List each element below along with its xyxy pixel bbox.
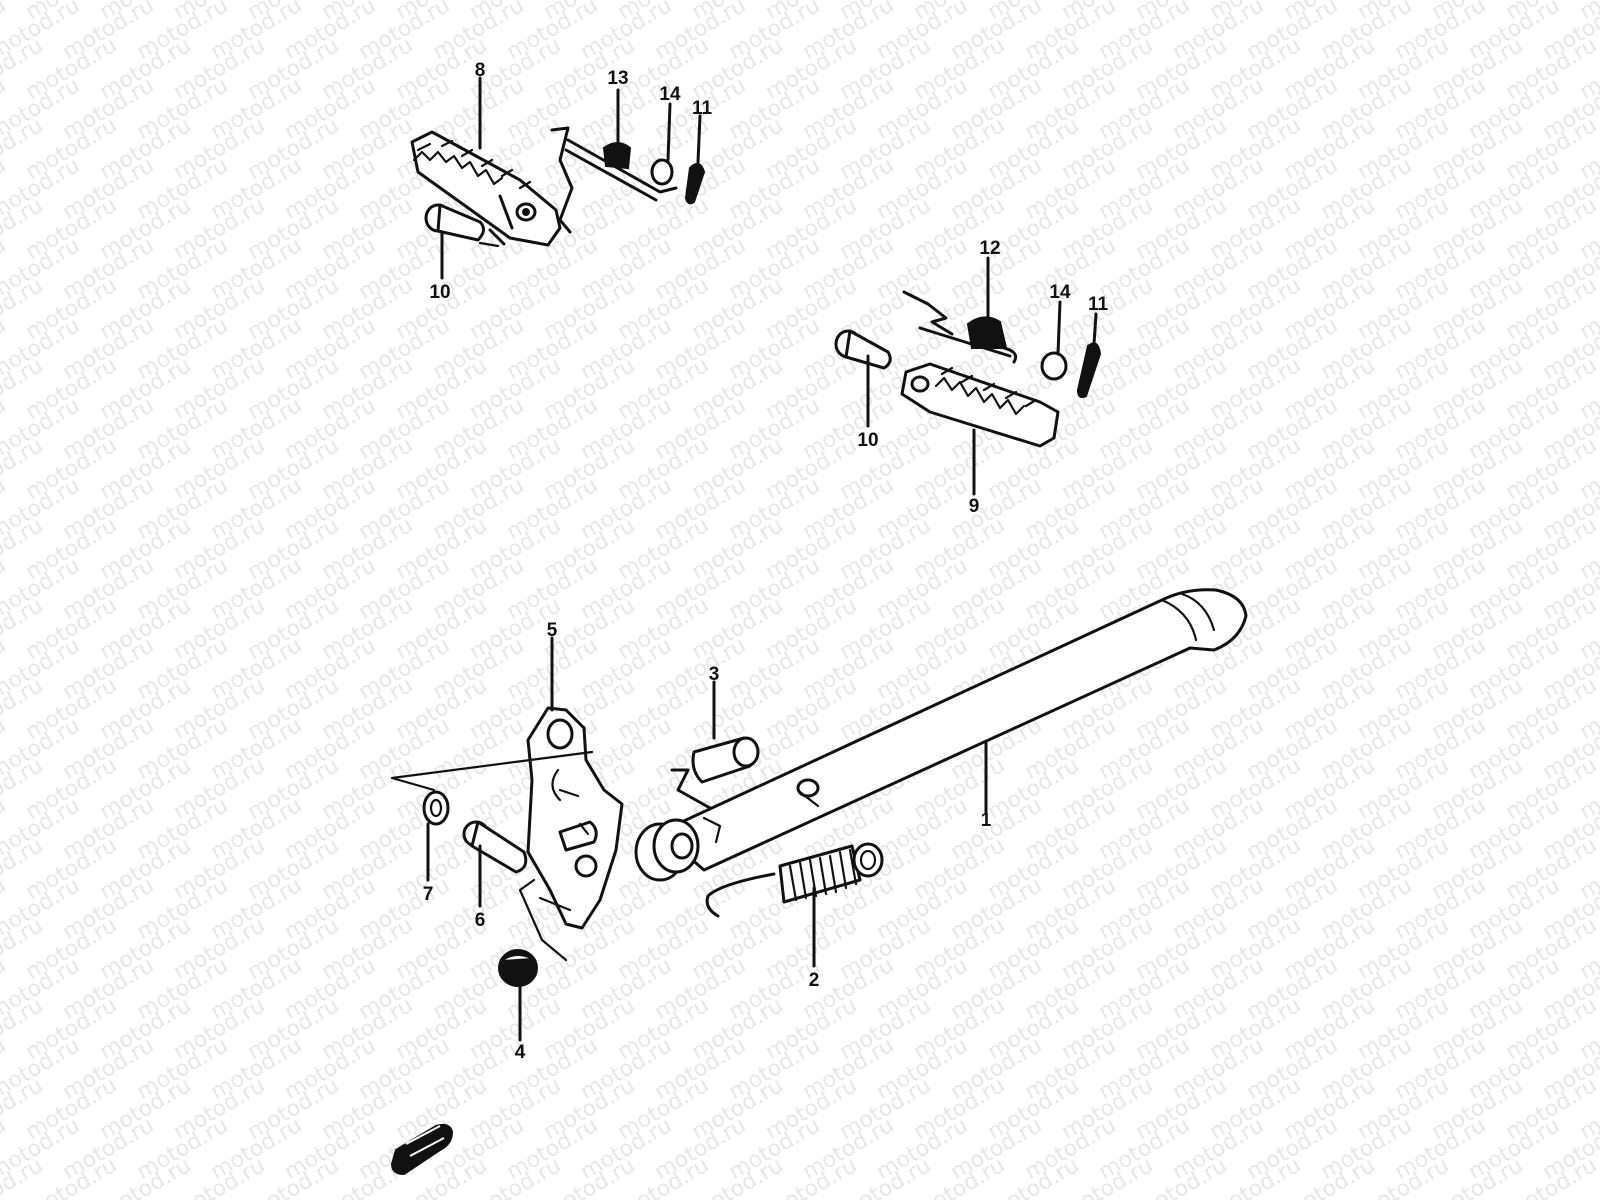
bolt-6-part bbox=[462, 820, 528, 874]
washer-right-part bbox=[1040, 351, 1068, 381]
callout-6: 6 bbox=[475, 910, 486, 931]
callout-5: 5 bbox=[547, 620, 558, 641]
callout-11-right: 11 bbox=[1088, 294, 1109, 315]
callout-labels: 8 13 14 11 10 12 14 11 10 9 5 3 1 7 6 4 … bbox=[423, 60, 1109, 1063]
callout-12: 13 bbox=[607, 68, 628, 89]
bolt-3-part bbox=[670, 736, 760, 810]
bracket-5-part bbox=[526, 706, 624, 930]
callout-14-right: 14 bbox=[1049, 282, 1071, 303]
spring-right-part bbox=[902, 290, 1018, 364]
callout-4: 4 bbox=[515, 1042, 526, 1063]
callout-10-left: 10 bbox=[429, 282, 450, 303]
callout-9: 9 bbox=[969, 496, 980, 517]
footrest-right-part bbox=[900, 362, 1060, 448]
spring-left-part bbox=[550, 126, 678, 234]
footrest-left-part bbox=[410, 130, 562, 247]
callout-7: 7 bbox=[423, 884, 434, 905]
pin-left-part bbox=[424, 203, 500, 248]
callout-11-left: 11 bbox=[692, 98, 713, 119]
callout-8: 8 bbox=[475, 60, 486, 81]
leader-lines bbox=[426, 76, 1098, 1042]
callout-13: 12 bbox=[979, 238, 1000, 259]
pin-right-part bbox=[834, 329, 892, 370]
callout-2: 2 bbox=[809, 970, 820, 991]
washer-7-part bbox=[422, 790, 450, 826]
callout-1: 1 bbox=[981, 810, 992, 831]
right-footrest-assembly bbox=[834, 290, 1102, 448]
rubber-pad-part bbox=[390, 1123, 454, 1176]
cotter-pin-left-part bbox=[684, 162, 706, 205]
callout-3: 3 bbox=[709, 664, 720, 685]
assembly-leader-lines bbox=[390, 750, 594, 962]
side-stand-assembly bbox=[390, 588, 1248, 1176]
side-stand-bar-part bbox=[634, 588, 1248, 882]
left-footrest-assembly bbox=[410, 126, 706, 248]
callout-10-right: 10 bbox=[857, 430, 878, 451]
washer-left-part bbox=[650, 158, 674, 186]
spring-2-part bbox=[705, 842, 884, 918]
callout-14-left: 14 bbox=[659, 84, 681, 105]
nut-4-highlight bbox=[501, 953, 533, 962]
